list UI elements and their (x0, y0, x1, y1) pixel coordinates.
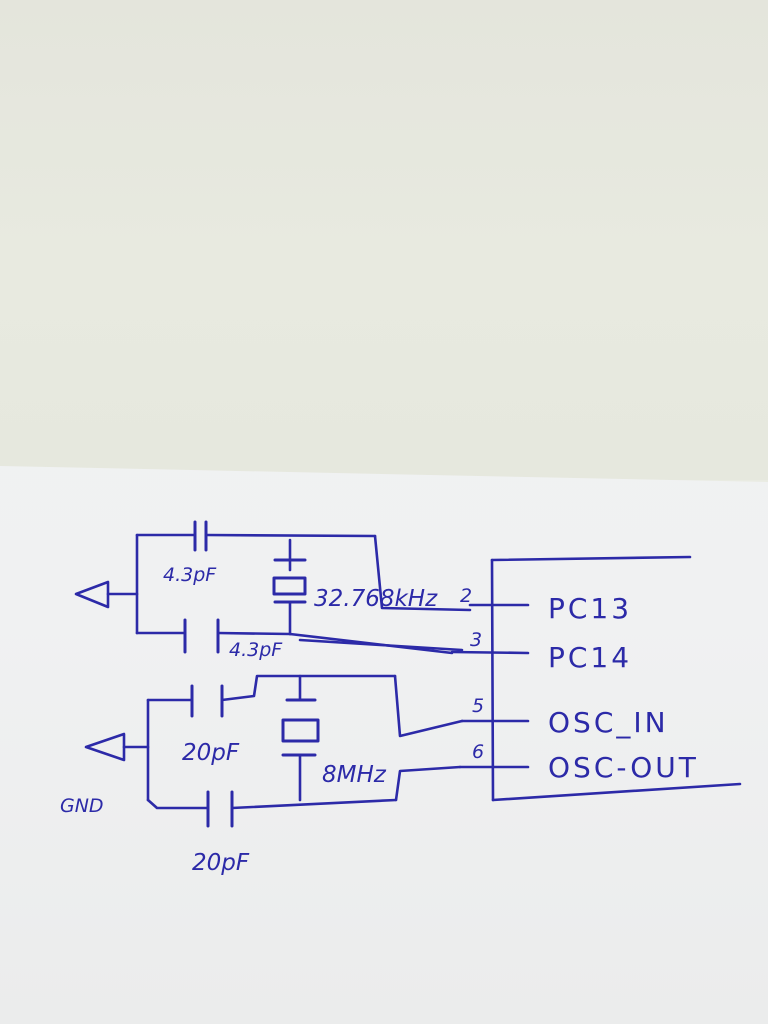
lse-crystal-value: 32.768kHz (314, 586, 438, 612)
pin-number-3: 3 (470, 629, 482, 651)
hse-ground-triangle-icon (84, 732, 126, 762)
hse-crystal (281, 698, 320, 757)
pin-number-5: 5 (472, 695, 484, 717)
lse-ground-triangle-icon (74, 580, 110, 609)
hse-cap-bottom-value: 20pF (192, 850, 250, 876)
pin-label-osc-out: OSC-OUT (548, 751, 699, 784)
lse-cap-bottom-value: 4.3pF (229, 639, 283, 661)
hse-crystal-value: 8MHz (322, 762, 387, 788)
hse-capacitor-top (190, 684, 224, 718)
hse-cap-top-value: 20pF (182, 740, 240, 766)
mcu-outline (490, 555, 742, 802)
hse-wiring (122, 674, 464, 810)
lse-capacitor-top (193, 520, 208, 552)
pin-label-pc14: PC14 (548, 641, 632, 674)
lse-crystal (272, 558, 307, 604)
pin-number-6: 6 (472, 741, 484, 763)
pin-stubs (450, 603, 530, 769)
pin-label-pc13: PC13 (548, 592, 632, 625)
ground-label: GND (60, 795, 104, 817)
hse-capacitor-bottom (206, 790, 234, 828)
pin-number-2: 2 (460, 585, 472, 607)
paper-background-top (0, 0, 768, 480)
lse-wiring (106, 533, 472, 655)
lse-capacitor-bottom (183, 618, 220, 654)
lse-cap-top-value: 4.3pF (163, 564, 217, 586)
pin-label-osc-in: OSC_IN (548, 706, 669, 739)
